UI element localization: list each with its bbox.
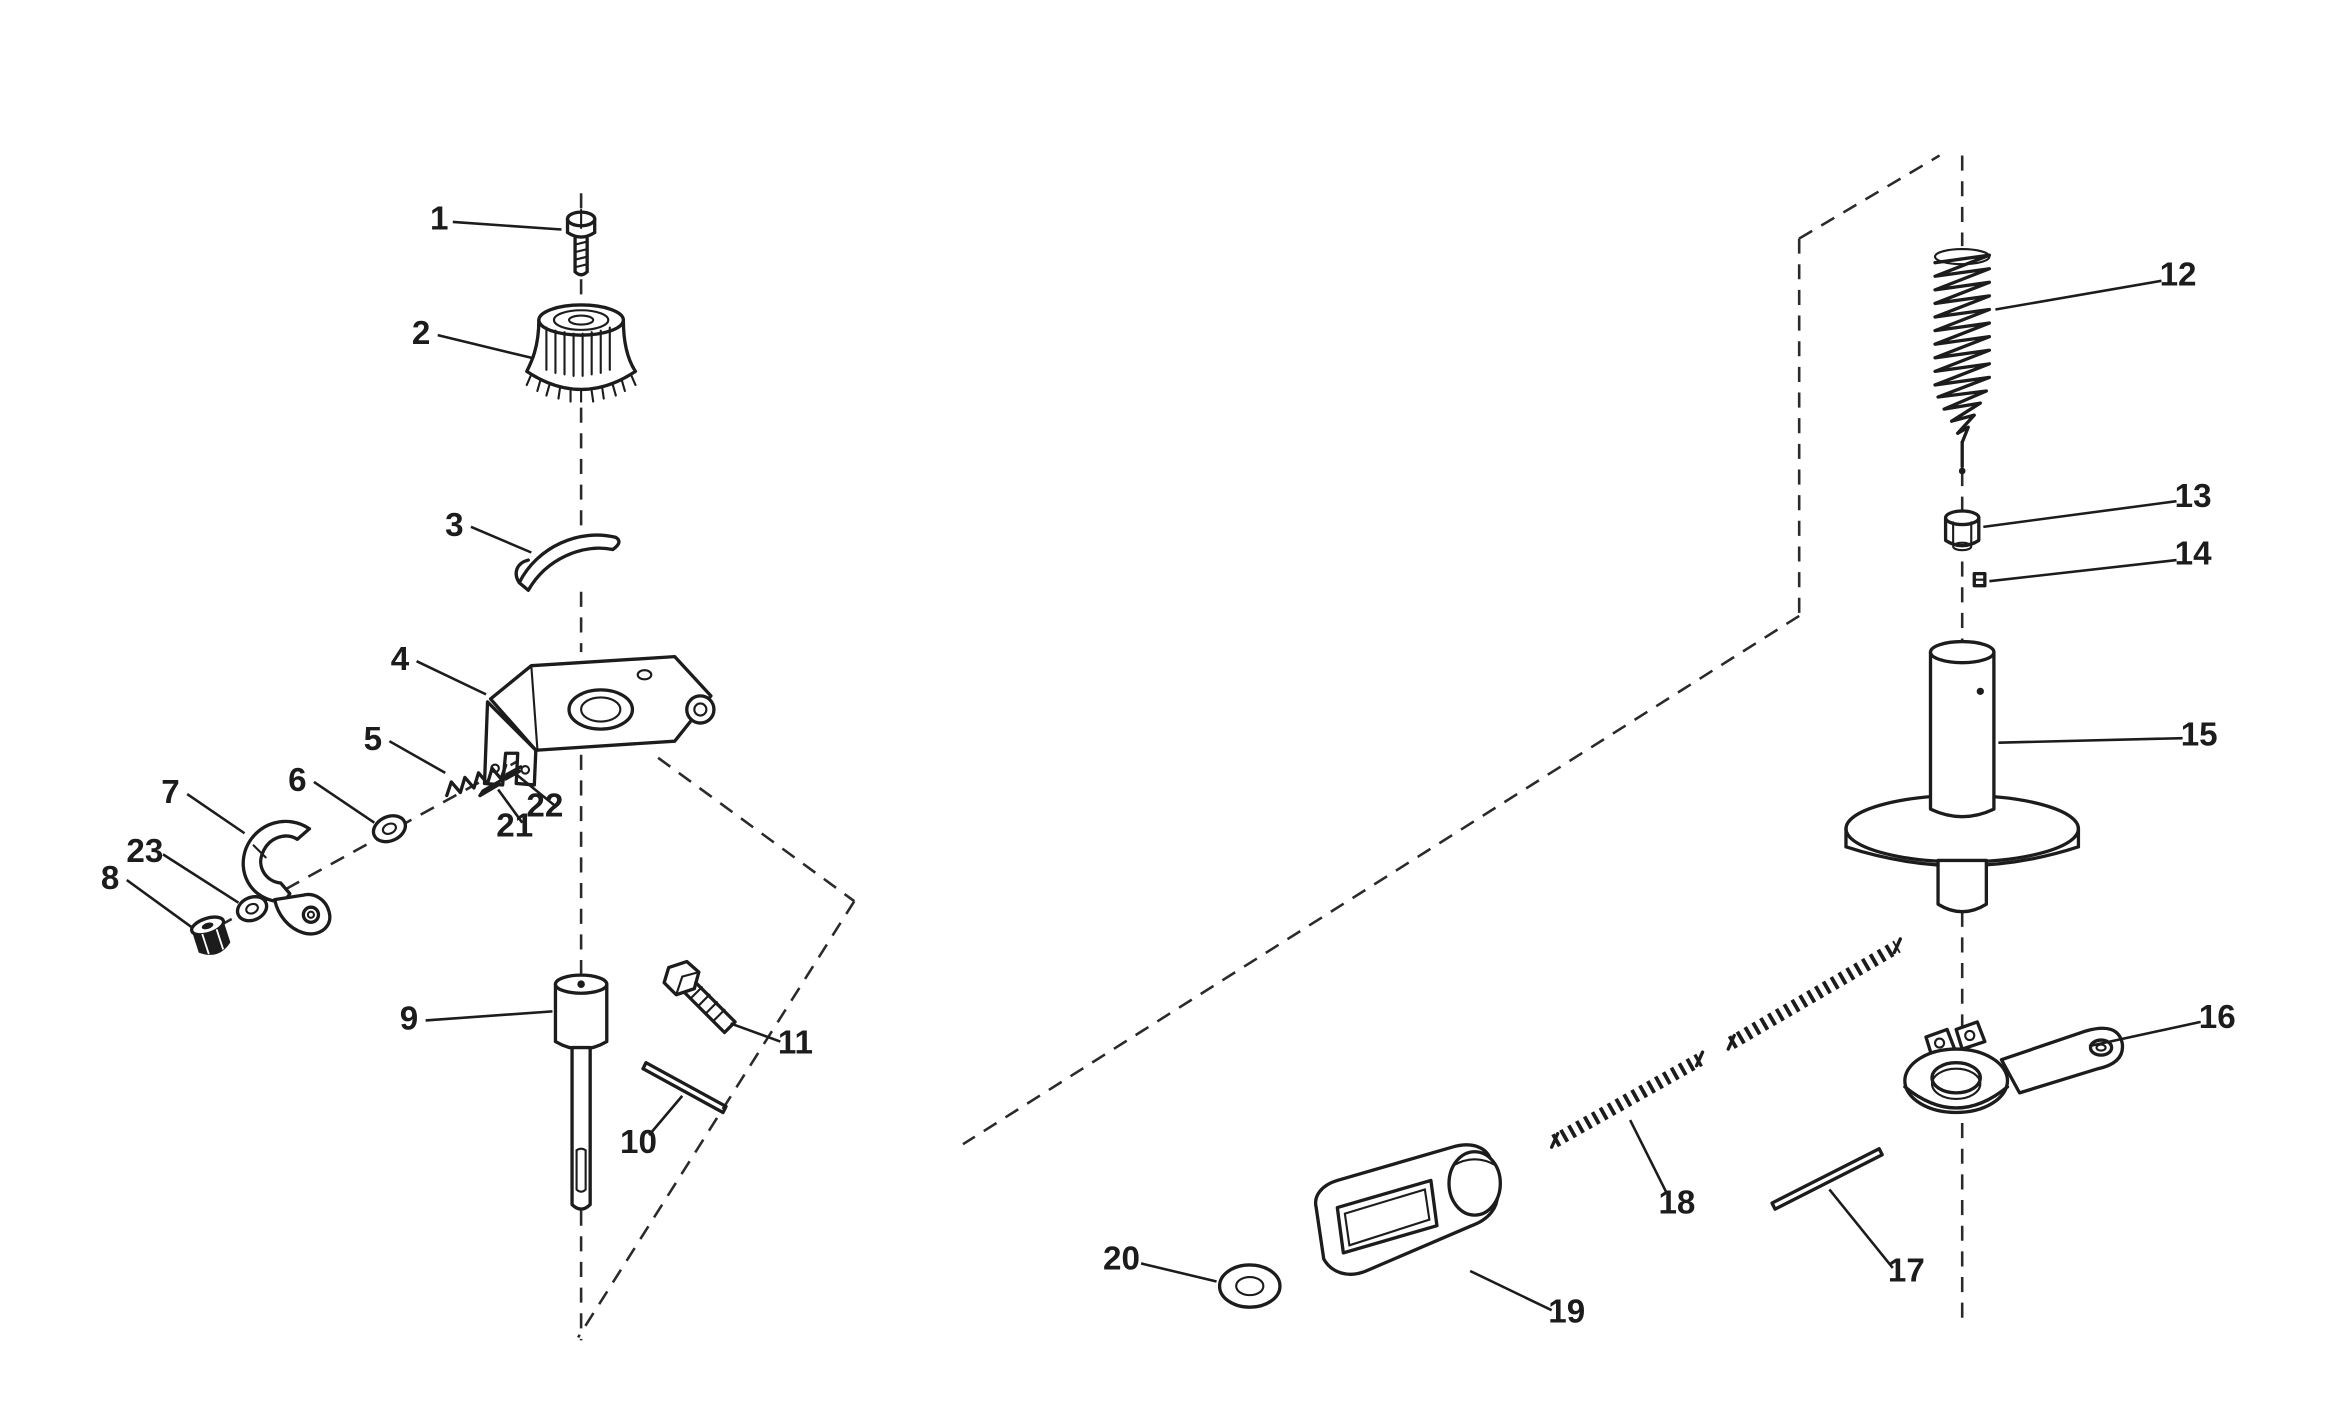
part-nut-8 <box>189 915 231 955</box>
part-pin-21 <box>478 778 503 798</box>
part-label-5: 5 <box>364 721 382 758</box>
part-label-15: 15 <box>2181 717 2218 754</box>
part-lever-7 <box>241 819 332 936</box>
part-spring-5 <box>445 763 508 798</box>
part-label-11: 11 <box>778 1025 813 1062</box>
part-label-6: 6 <box>288 762 306 799</box>
part-spool-shaft-9 <box>553 973 609 1211</box>
part-washer-20 <box>1217 1263 1282 1309</box>
part-label-12: 12 <box>2160 256 2197 293</box>
part-label-16: 16 <box>2199 999 2236 1036</box>
part-pulley-15 <box>1844 639 2081 914</box>
part-label-10: 10 <box>620 1124 657 1161</box>
part-clip-3 <box>514 533 621 592</box>
leader-lines <box>126 220 2201 1312</box>
part-pin-10 <box>641 1061 728 1115</box>
part-pin-14 <box>1972 571 1987 588</box>
part-label-22: 22 <box>526 788 563 825</box>
part-labels: 1 2 3 4 5 6 7 8 9 10 11 12 13 14 15 16 1… <box>101 200 2236 1330</box>
part-washer-23 <box>235 895 269 923</box>
part-label-21: 21 <box>496 807 533 844</box>
part-knurled-nut-2 <box>525 303 638 403</box>
part-bolt-11 <box>662 959 737 1035</box>
part-label-19: 19 <box>1548 1293 1585 1330</box>
part-label-7: 7 <box>161 774 179 811</box>
part-coil-spring-12 <box>1933 248 1992 475</box>
part-label-1: 1 <box>430 200 448 237</box>
part-nut-13 <box>1943 509 1981 552</box>
part-pin-17 <box>1770 1147 1884 1211</box>
center-lines <box>189 154 1964 1341</box>
part-label-4: 4 <box>391 641 410 678</box>
part-label-8: 8 <box>101 860 119 897</box>
part-bracket-4 <box>482 654 716 787</box>
part-label-17: 17 <box>1888 1253 1925 1290</box>
part-clamp-bracket-16 <box>1903 1020 2125 1115</box>
part-washer-6 <box>371 814 408 844</box>
part-handle-19 <box>1313 1143 1502 1276</box>
part-label-9: 9 <box>400 1000 418 1037</box>
part-label-23: 23 <box>126 833 163 870</box>
part-label-14: 14 <box>2175 536 2212 573</box>
part-label-13: 13 <box>2175 478 2212 515</box>
part-label-18: 18 <box>1658 1185 1695 1222</box>
part-threaded-rod-18 <box>1549 937 1902 1149</box>
part-label-2: 2 <box>412 315 430 352</box>
part-label-3: 3 <box>445 507 463 544</box>
part-pin-22 <box>503 765 523 781</box>
part-screw-1 <box>565 208 597 277</box>
part-label-20: 20 <box>1103 1240 1140 1277</box>
